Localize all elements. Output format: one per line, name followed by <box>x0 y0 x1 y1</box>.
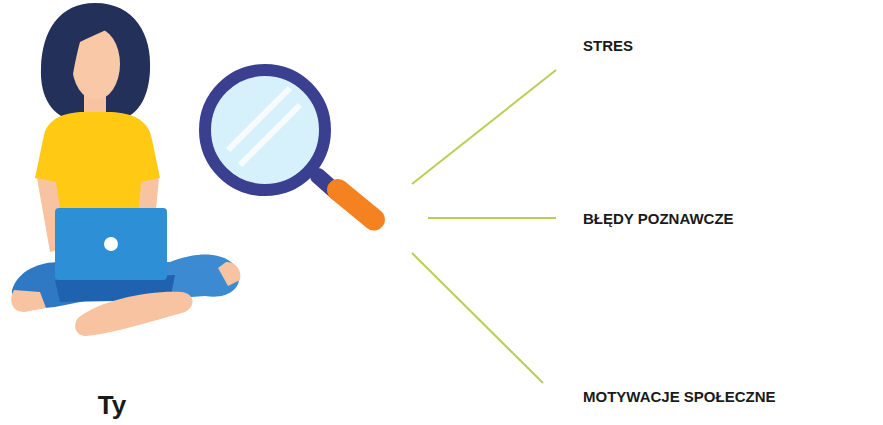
leader-line <box>412 70 556 184</box>
person-figure <box>11 3 240 336</box>
topic-label: MOTYWACJE SPOŁECZNE <box>583 388 776 406</box>
leader-lines <box>412 70 556 383</box>
person-label: Ty <box>98 390 126 421</box>
leader-line <box>412 253 543 383</box>
topic-label: STRES <box>583 37 633 55</box>
magnifier-icon <box>205 70 379 220</box>
topic-label: BŁĘDY POZNAWCZE <box>583 210 734 228</box>
leader-line <box>428 217 556 219</box>
